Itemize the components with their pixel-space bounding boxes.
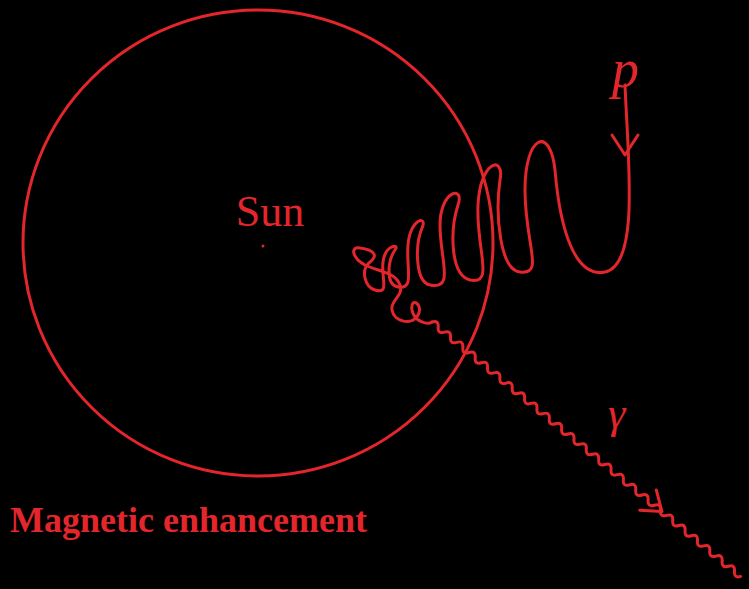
photon-symbol: γ (608, 392, 625, 436)
circle-outline (21, 8, 495, 478)
sun-circle: Sun (21, 8, 495, 478)
particle-symbol: p (612, 42, 639, 96)
caption-note: Magnetic enhancement (10, 502, 367, 538)
node-label: Sun (236, 190, 304, 234)
